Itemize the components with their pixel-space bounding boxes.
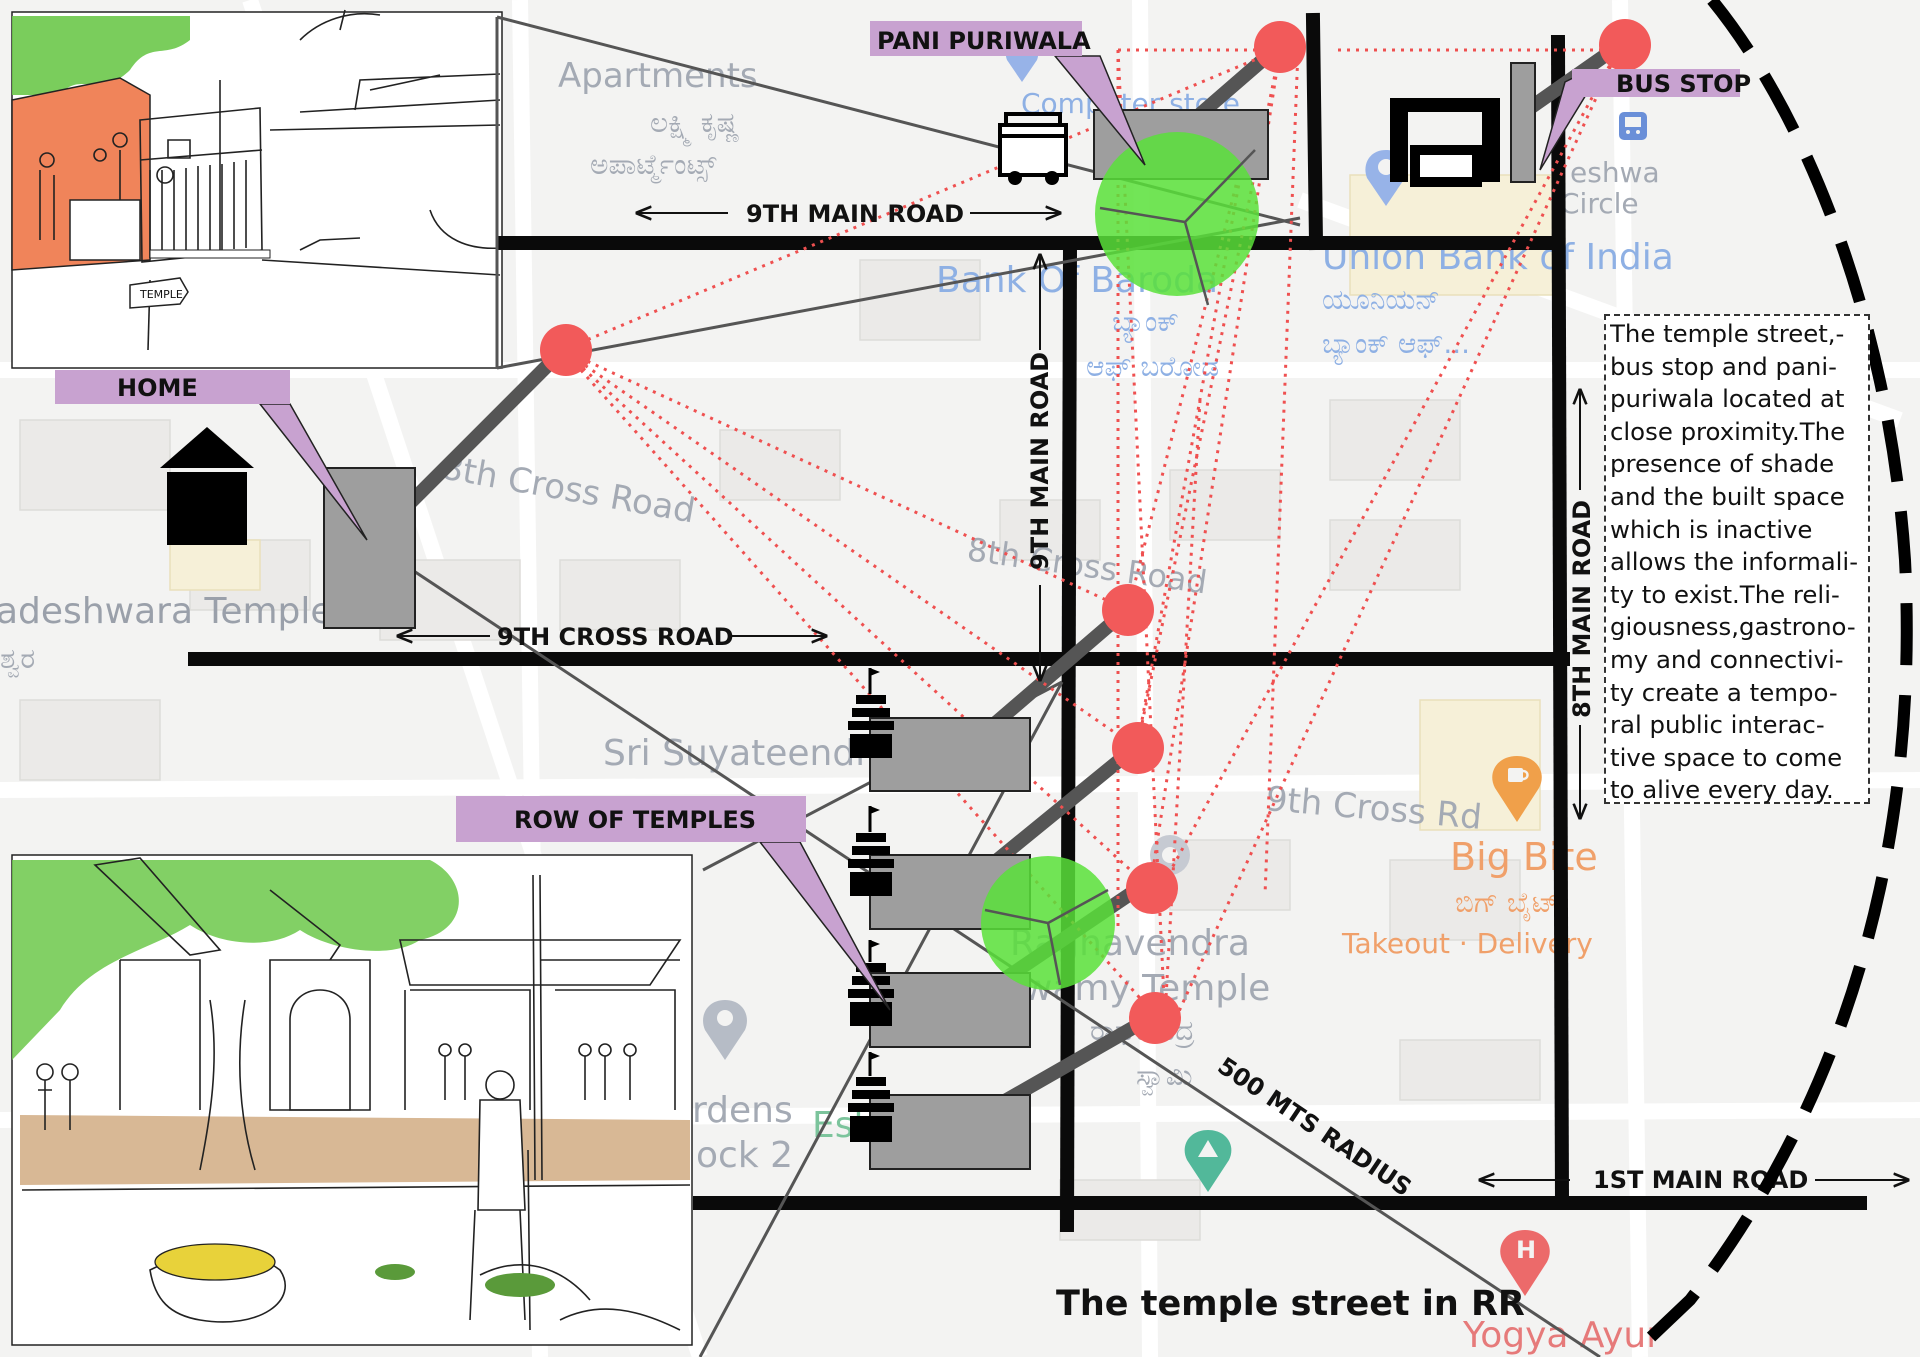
label-gardens: rdens: [692, 1090, 793, 1131]
house-icon: [160, 427, 254, 545]
label-apartments-kn2: ಅಪಾರ್ಟ್ಮೆಂಟ್ಸ್: [590, 148, 717, 183]
shade-circle-top: [1095, 132, 1259, 296]
road-label-8th-main-text: 8TH MAIN ROAD: [1568, 500, 1596, 718]
note-line: giousness,gastrono-: [1610, 612, 1856, 642]
label-big-bite: Big Bite: [1450, 835, 1598, 879]
main-roads: [188, 12, 1867, 1233]
callout-pani-puriwala-label: PANI PURIWALA: [877, 27, 1091, 55]
activity-node: [1129, 992, 1181, 1044]
callout-row-of-temples-label: ROW OF TEMPLES: [514, 806, 756, 834]
map-title: The temple street in RR: [1056, 1284, 1525, 1324]
activity-node: [1126, 862, 1178, 914]
bus-shelter-icon: [1390, 98, 1500, 187]
activity-node: [1112, 722, 1164, 774]
note-line: ty create a tempo-: [1610, 677, 1838, 707]
label-block-2: ock 2: [696, 1135, 793, 1176]
note-line: allows the informali-: [1610, 547, 1859, 577]
label-takeout: Takeout · Delivery: [1341, 927, 1593, 960]
note-line: puriwala located at: [1610, 384, 1845, 414]
cafe-icon: [1492, 756, 1542, 822]
note-line: my and connectivi-: [1610, 644, 1844, 674]
description-note: The temple street,- bus stop and pani-pur…: [1604, 314, 1870, 804]
callout-home-label: HOME: [117, 374, 198, 402]
callout-bus-stop-label: BUS STOP: [1616, 70, 1751, 98]
label-circle: Circle: [1560, 187, 1639, 220]
store-icon: [1184, 1130, 1232, 1192]
temple-tower-icon: [848, 668, 894, 758]
note-line: bus stop and pani-: [1610, 351, 1837, 381]
road-label-9th-main-top-text: 9TH MAIN ROAD: [746, 200, 964, 228]
label-raghavendra-kn2: ಸ್ವಾಮಿ: [1136, 1059, 1193, 1095]
label-union-kn2: ಬ್ಯಾಂಕ್ ಆಫ್...: [1322, 327, 1470, 365]
callout-pani-puriwala: PANI PURIWALA: [870, 21, 1146, 166]
building-temple-3: [869, 972, 1031, 1048]
label-temple-left-kn: ಶ್ವರ: [0, 642, 35, 677]
note-line: which is inactive: [1610, 514, 1813, 544]
note-line: and the built space: [1610, 481, 1845, 511]
activity-nodes: [540, 19, 1651, 1044]
callout-bus-stop: BUS STOP: [1539, 69, 1751, 171]
building-temple-4: [869, 1094, 1031, 1170]
svg-text:H: H: [1516, 1236, 1536, 1264]
temple-sign-label: TEMPLE: [139, 288, 183, 301]
road-label-9th-main-vertical-text: 9TH MAIN ROAD: [1026, 352, 1054, 570]
building-temple-1: [869, 717, 1031, 792]
note-line: tive space to come: [1610, 742, 1843, 772]
activity-node: [1599, 19, 1651, 71]
label-temple-left: adeshwara Temple: [0, 591, 333, 632]
label-bank-kn1: ಬ್ಯಾಂಕ್: [1112, 305, 1179, 343]
callout-home: HOME: [55, 370, 368, 541]
activity-node: [1254, 21, 1306, 73]
hospital-icon: H: [1500, 1230, 1550, 1296]
road-label-9th-cross-text: 9TH CROSS ROAD: [497, 623, 734, 651]
food-cart-icon: [998, 112, 1068, 185]
note-line: presence of shade: [1610, 449, 1835, 479]
sketch-street-scene: TEMPLE: [11, 9, 503, 369]
bus-icon: [1619, 112, 1647, 140]
label-big-bite-kn: ಬಿಗ್ ಬೈಟ್: [1455, 886, 1559, 921]
note-line: The temple street,-: [1610, 319, 1845, 348]
temple-tower-icon: [848, 806, 894, 896]
sketch-temple-row: [11, 854, 693, 1346]
label-sri-suyateendra: Sri Suyateendr: [603, 733, 870, 774]
note-line: close proximity.The: [1610, 416, 1846, 446]
note-line: to alive every day.: [1610, 775, 1834, 805]
road-label-9th-cross: 9TH CROSS ROAD: [398, 623, 826, 651]
road-label-9th-main-vertical: 9TH MAIN ROAD: [1026, 255, 1054, 680]
temple-tower-icon: [848, 1052, 894, 1142]
road-label-8th-main: 8TH MAIN ROAD: [1568, 390, 1596, 818]
radius-arc: [1625, 0, 1913, 1357]
map-pin-icon: [703, 1000, 747, 1060]
activity-node: [540, 324, 592, 376]
activity-node: [1102, 584, 1154, 636]
label-eshwa: eshwa: [1570, 156, 1660, 189]
label-yogya: Yogya Ayur: [1462, 1315, 1661, 1356]
building-bus-stop: [1510, 62, 1536, 183]
road-label-9th-main-top: 9TH MAIN ROAD: [637, 200, 1060, 228]
label-union-kn1: ಯೂನಿಯನ್: [1322, 283, 1440, 316]
callout-row-of-temples: ROW OF TEMPLES: [456, 796, 891, 1011]
note-line: ty to exist.The reli-: [1610, 579, 1840, 609]
note-line: ral public interac-: [1610, 710, 1825, 740]
label-bank-kn2: ಆಫ್ ಬರೋಡ: [1086, 350, 1219, 383]
